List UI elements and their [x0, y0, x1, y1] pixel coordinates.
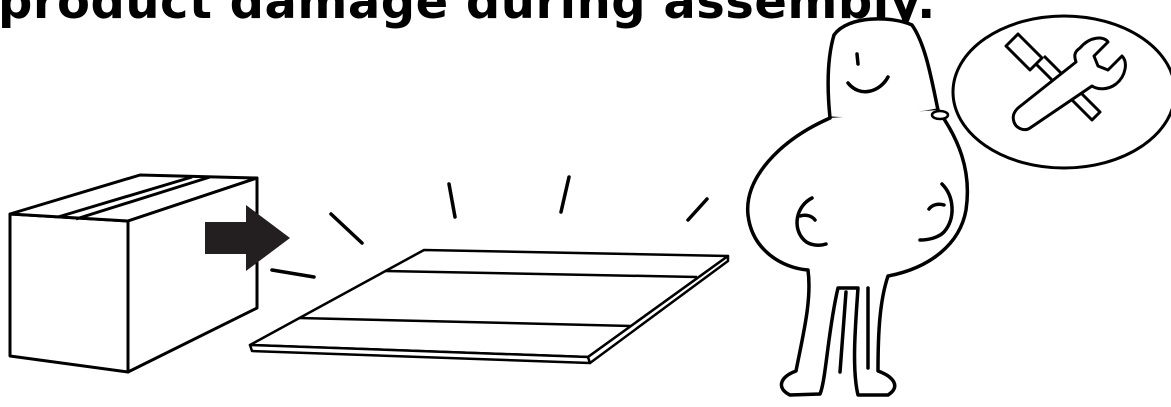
panel-icon [250, 250, 728, 363]
person-icon [748, 19, 968, 395]
cardboard-box-icon [10, 175, 257, 372]
